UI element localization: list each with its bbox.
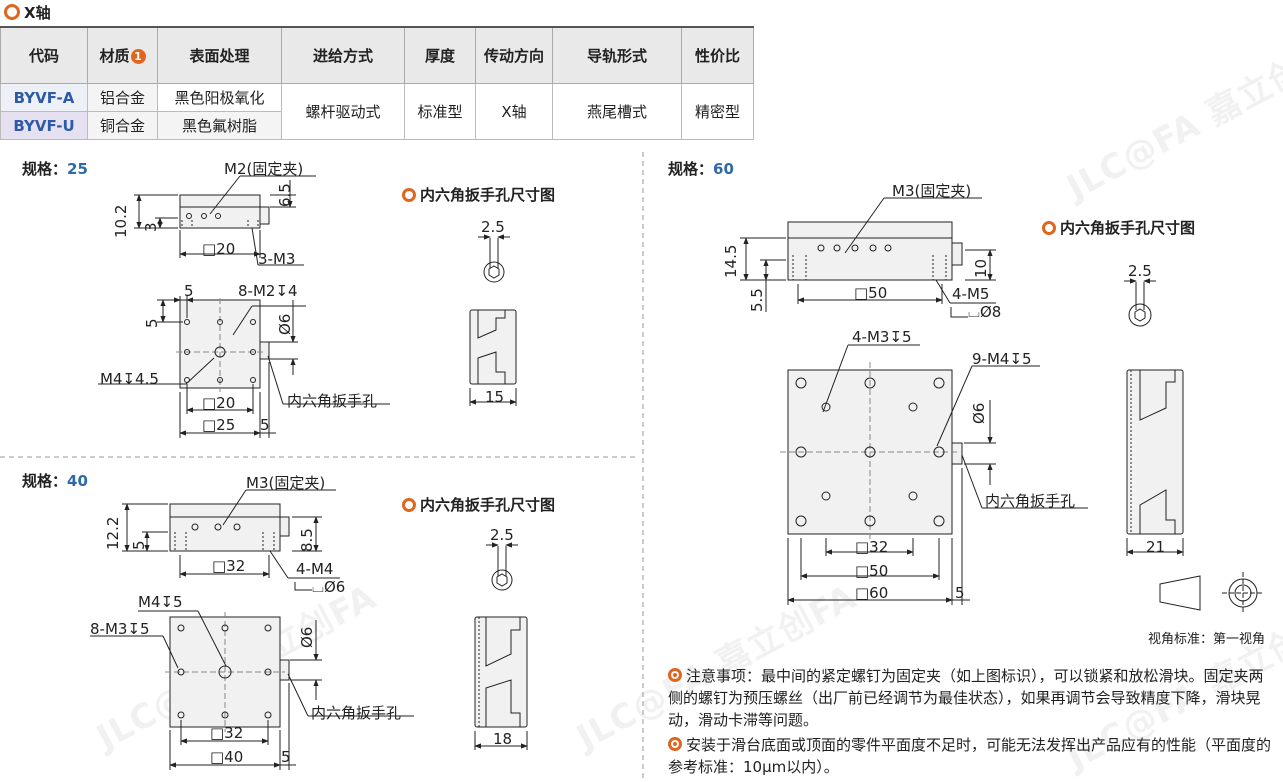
- spec40-top-view: [90, 610, 414, 770]
- dim-label: 14.5: [722, 244, 740, 278]
- hex-section-title: 内六角扳手孔尺寸图: [402, 184, 555, 205]
- center-hole-label: M4↧5: [138, 593, 183, 611]
- note-2: 安装于滑台底面或顶面的零件平面度不足时，可能无法发挥出产品应有的性能（平面度的参…: [668, 736, 1272, 776]
- spec25-top-view: [98, 296, 390, 438]
- col-header: 表面处理: [157, 26, 282, 84]
- hex-section-title: 内六角扳手孔尺寸图: [402, 494, 555, 515]
- section-header: X轴: [4, 2, 51, 22]
- dim-label: 2.5: [481, 218, 505, 236]
- spec25-side-view: [134, 175, 316, 266]
- dim-label: Ø6: [970, 402, 988, 424]
- circle-bullet-icon: [402, 187, 416, 202]
- product-code-link[interactable]: BYVF-A: [0, 83, 88, 112]
- dim-label: 5: [260, 416, 270, 434]
- dim-label: 5: [281, 748, 291, 766]
- dim-label: □60: [855, 584, 889, 602]
- dim-label: Ø6: [298, 626, 316, 648]
- spec40-side-view: [122, 489, 340, 591]
- table-cell: 标准型: [404, 83, 476, 140]
- thread-label: 4-M5: [952, 285, 990, 303]
- first-angle-projection-icon: [1159, 572, 1264, 614]
- center-hole-label: M4↧4.5: [100, 370, 159, 388]
- product-code-link[interactable]: BYVF-U: [0, 111, 88, 140]
- dim-label: □40: [210, 748, 244, 766]
- dim-label: 10.2: [112, 204, 130, 238]
- dim-label: 5: [955, 584, 965, 602]
- hex-hole-label: 内六角扳手孔: [287, 392, 378, 410]
- col-header: 导轨形式: [552, 26, 682, 84]
- dim-label: 2.5: [490, 526, 514, 544]
- thread-label: 3-M3: [258, 250, 296, 268]
- dim-label: 18: [493, 730, 513, 748]
- projection-standard-label: 视角标准：第一视角: [1148, 632, 1266, 647]
- holes-label: 9-M4↧5: [972, 350, 1032, 368]
- dim-label: □32: [210, 724, 244, 742]
- table-cell: 黑色阳极氧化: [157, 83, 282, 112]
- table-cell: 黑色氟树脂: [157, 111, 282, 140]
- section-title: X轴: [24, 3, 51, 22]
- note-bullet-icon: [668, 737, 682, 751]
- dim-label: Ø6: [276, 313, 294, 335]
- counterbore-label: ⌴Ø8: [968, 303, 1002, 321]
- clamp-label: M3(固定夹): [246, 474, 326, 492]
- dim-label: 12.2: [104, 516, 122, 550]
- circle-bullet-icon: [402, 497, 416, 512]
- dim-label: 5: [130, 540, 148, 550]
- table-row: BYVF-A 铝合金 黑色阳极氧化 螺杆驱动式 标准型 X轴 燕尾槽式 精密型: [0, 83, 754, 140]
- spec40-hex-detail: [474, 542, 528, 750]
- hex-hole-label: 内六角扳手孔: [985, 492, 1076, 510]
- dim-label: □20: [202, 394, 236, 412]
- spec60-top-view: [780, 344, 1088, 605]
- dim-label: □25: [202, 416, 236, 434]
- clamp-label: M3(固定夹): [892, 182, 972, 200]
- holes-label: 8-M3↧5: [90, 620, 150, 638]
- table-row: BYVF-U 铜合金 黑色氟树脂: [0, 111, 754, 140]
- table-cell: 精密型: [681, 83, 754, 140]
- table-cell: 螺杆驱动式: [281, 83, 405, 140]
- dim-label: 21: [1146, 538, 1166, 556]
- spec60-title: 规格：60: [668, 160, 734, 178]
- dim-label: 5: [143, 318, 161, 328]
- dim-label: □50: [855, 562, 889, 580]
- dim-label: 8.5: [298, 528, 316, 552]
- circle-bullet-icon: [4, 4, 20, 20]
- circle-bullet-icon: [1042, 220, 1056, 235]
- spec40-title: 规格：40: [22, 472, 88, 490]
- dim-label: 5.5: [748, 288, 766, 312]
- col-header: 代码: [0, 26, 88, 84]
- note-1: 注意事项：最中间的紧定螺钉为固定夹（如上图标识），可以锁紧和放松滑块。固定夹两侧…: [668, 667, 1264, 729]
- holes-label: 4-M3↧5: [852, 328, 912, 346]
- hex-section-title: 内六角扳手孔尺寸图: [1042, 217, 1195, 238]
- spec60-hex-detail: [1124, 278, 1184, 556]
- dim-label: □50: [854, 284, 888, 302]
- table-cell: 铝合金: [87, 83, 158, 112]
- dim-label: 15: [485, 388, 505, 406]
- table-cell: X轴: [475, 83, 553, 140]
- hex-hole-label: 内六角扳手孔: [311, 704, 402, 722]
- clamp-label: M2(固定夹): [224, 160, 304, 178]
- col-header: 性价比: [681, 26, 754, 84]
- dim-label: 3: [142, 222, 160, 232]
- dim-label: 6.5: [276, 183, 294, 207]
- col-header: 进给方式: [281, 26, 405, 84]
- dim-label: □32: [855, 538, 889, 556]
- holes-label: 8-M2↧4: [238, 282, 298, 300]
- dim-label: 2.5: [1128, 262, 1152, 280]
- note-bullet-icon: [668, 668, 682, 682]
- dim-label: □32: [212, 557, 246, 575]
- spec25-hex-detail: [469, 234, 517, 406]
- thread-label: 4-M4: [296, 560, 334, 578]
- material-note-badge: 1: [130, 49, 146, 64]
- counterbore-label: ⌴Ø6: [312, 578, 346, 596]
- dim-label: □20: [202, 240, 236, 258]
- col-header: 传动方向: [475, 26, 553, 84]
- dim-label: 10: [972, 258, 990, 278]
- spec60-side-view: [740, 197, 996, 318]
- dim-label: 5: [184, 282, 194, 300]
- spec25-title: 规格：25: [22, 160, 88, 178]
